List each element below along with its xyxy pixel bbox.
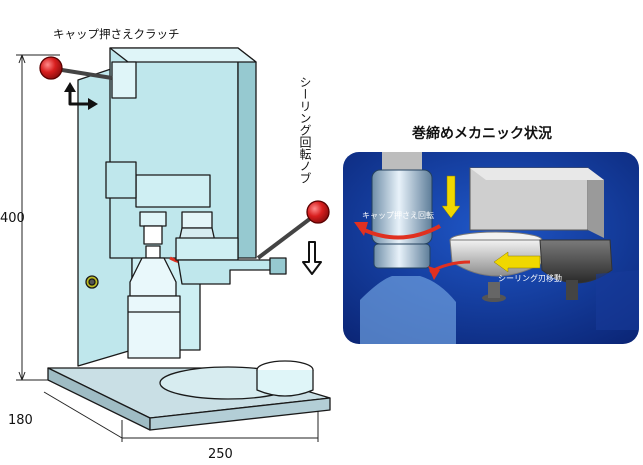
label-cap-rotation: キャップ押さえ回転 [362, 210, 434, 220]
sealing-knob [306, 200, 330, 224]
sealing-lever [256, 213, 317, 260]
label-sealing-blade-move: シーリング刃移動 [498, 273, 562, 283]
clutch-knob [39, 56, 63, 80]
capping-machine [39, 47, 331, 431]
dimension-width: 250 [208, 447, 233, 462]
bottle [127, 245, 181, 359]
sealing-down-arrow [302, 241, 322, 275]
dimension-lines [16, 54, 319, 442]
label-sealing-knob: シーリング回転ノブ [298, 76, 312, 184]
clutch-lever [61, 68, 113, 80]
mechanism-inset [343, 152, 639, 344]
label-cap-clutch: キャップ押さえクラッチ [53, 27, 180, 41]
dimension-depth: 180 [8, 413, 33, 428]
dimension-height: 400 [0, 211, 25, 226]
label-mechanism-title: 巻締めメカニック状況 [412, 125, 552, 142]
